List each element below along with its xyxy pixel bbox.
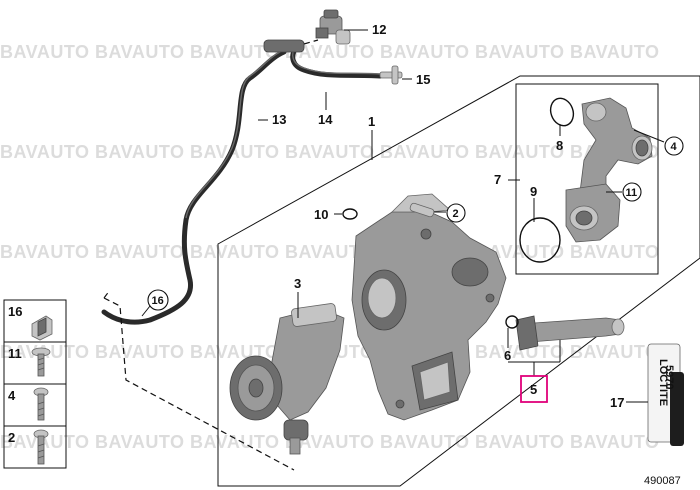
callout-3: 3: [294, 276, 301, 291]
callout-13: 13: [272, 112, 286, 127]
pump-housing: [351, 193, 507, 421]
screw-icon: [31, 347, 51, 377]
subassembly-7-box: [515, 83, 659, 275]
o-ring-10: [342, 208, 358, 220]
callout-9: 9: [530, 184, 537, 199]
clip-icon: [31, 315, 53, 341]
callout-12: 12: [372, 22, 386, 37]
watermark-row: BAVAUTO BAVAUTO BAVAUTO BAVAUTO BAVAUTO …: [0, 142, 660, 162]
hose-13: [101, 49, 287, 325]
bolt-2-on-housing: [409, 202, 435, 218]
legend-label-2: 2: [8, 430, 15, 445]
callout-10: 10: [314, 207, 328, 222]
legend-label-4: 4: [8, 388, 16, 403]
hose-14: [290, 45, 383, 79]
watermark: BAVAUTO BAVAUTO BAVAUTO BAVAUTO BAVAUTO …: [0, 42, 660, 452]
bubble-2: 2: [446, 203, 466, 223]
callout-5-highlight[interactable]: 5: [520, 375, 548, 403]
watermark-row: BAVAUTO BAVAUTO BAVAUTO BAVAUTO BAVAUTO …: [0, 42, 660, 62]
sealant-brand: LOCTITE: [657, 359, 669, 406]
callout-5: 5: [530, 382, 537, 397]
highlight-box: [520, 375, 548, 403]
water-pump-3: [229, 303, 345, 455]
legend-panel: 16 11 4 2: [3, 299, 67, 469]
bubble-11-label: 11: [626, 187, 638, 199]
bubble-16: 16: [147, 289, 169, 311]
o-ring-6: [505, 315, 519, 329]
bubble-16-label: 16: [152, 295, 164, 307]
callout-8: 8: [556, 138, 563, 153]
bubble-2-label: 2: [453, 208, 459, 220]
callout-17: 17: [610, 395, 624, 410]
bubble-4-label: 4: [671, 141, 678, 153]
legend-label-16: 16: [8, 304, 22, 319]
bubble-4: 4: [664, 136, 684, 156]
watermark-row: BAVAUTO BAVAUTO BAVAUTO BAVAUTO BAVAUTO …: [0, 432, 660, 452]
drawing-number: 490087: [644, 475, 681, 487]
callout-1: 1: [368, 114, 375, 129]
watermark-row: BAVAUTO BAVAUTO BAVAUTO BAVAUTO BAVAUTO …: [0, 242, 660, 262]
pipe-5: [515, 315, 625, 351]
callout-6: 6: [504, 348, 511, 363]
thermostat-housing-7: [579, 97, 653, 205]
sealant-tube-17: LOCTITE 5970: [647, 343, 684, 446]
callout-14: 14: [318, 112, 333, 127]
valve-12: [315, 9, 351, 45]
routing-dashed: [103, 289, 295, 471]
callout-7: 7: [494, 172, 501, 187]
o-ring-8: [549, 97, 575, 127]
bolt-icon: [33, 387, 49, 421]
t-connector-15: [379, 65, 403, 85]
sealant-code: 5970: [663, 365, 675, 389]
bolt-icon: [33, 429, 49, 465]
hose-connector: [263, 39, 319, 53]
callout-15: 15: [416, 72, 430, 87]
thermostat: [565, 183, 621, 243]
o-ring-9: [519, 217, 561, 263]
legend-label-11: 11: [8, 346, 22, 361]
bubble-11: 11: [622, 182, 642, 202]
leader-lines: [141, 29, 665, 403]
assembly-frame: [217, 75, 700, 487]
